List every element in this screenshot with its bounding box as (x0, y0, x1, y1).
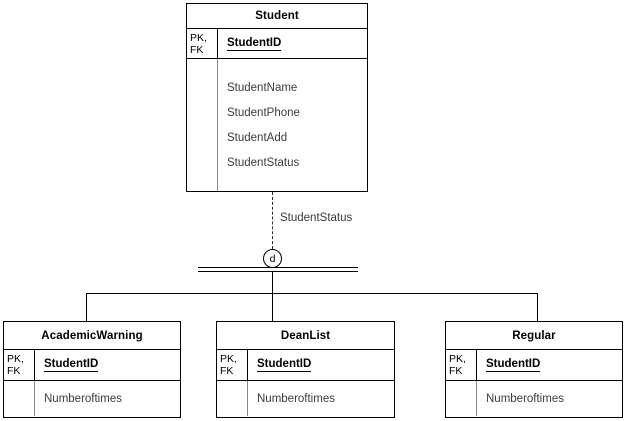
entity-academicwarning-primary-key: StudentID (35, 350, 180, 380)
attribute-item: Numberoftimes (486, 392, 564, 405)
entity-academicwarning-key-label: PK, FK (4, 350, 35, 380)
entity-regular-key-spacer (446, 381, 477, 416)
attribute-item: Numberoftimes (44, 392, 122, 405)
entity-regular-attributes-row: Numberoftimes (446, 381, 622, 416)
entity-academicwarning-pk-row: PK, FK StudentID (4, 350, 180, 381)
entity-student[interactable]: Student PK, FK StudentID StudentName Stu… (186, 3, 368, 192)
primary-key-text: StudentID (44, 358, 99, 372)
entity-deanlist-key-label: PK, FK (217, 350, 248, 380)
attribute-item: Numberoftimes (257, 392, 335, 405)
entity-regular[interactable]: Regular PK, FK StudentID Numberoftimes (445, 321, 623, 418)
entity-deanlist[interactable]: DeanList PK, FK StudentID Numberoftimes (216, 321, 395, 418)
disjoint-symbol-text: d (269, 252, 276, 265)
entity-student-attributes-row: StudentName StudentPhone StudentAdd Stud… (187, 59, 367, 191)
key-label-line2: FK (220, 365, 234, 377)
subtype-branch-bus (86, 293, 538, 294)
attribute-item: StudentAdd (227, 131, 288, 144)
primary-key-text: StudentID (486, 358, 541, 372)
entity-deanlist-key-spacer (217, 381, 248, 416)
entity-regular-title: Regular (446, 322, 622, 350)
entity-student-primary-key: StudentID (218, 29, 367, 58)
entity-student-title: Student (187, 4, 367, 29)
attribute-item: StudentPhone (227, 106, 300, 119)
key-label-line2: FK (7, 365, 21, 377)
entity-regular-pk-row: PK, FK StudentID (446, 350, 622, 381)
branch-drop-deanlist (272, 293, 273, 321)
discriminator-label: StudentStatus (280, 212, 353, 224)
discriminator-dashed-connector (272, 192, 273, 249)
entity-regular-attribute-list: Numberoftimes (477, 381, 622, 416)
key-label-line2: FK (449, 365, 463, 377)
entity-academicwarning-key-spacer (4, 381, 35, 416)
entity-student-key-label: PK, FK (187, 29, 218, 58)
key-label-line1: PK, (449, 353, 466, 365)
total-specialization-double-line (198, 267, 358, 272)
entity-student-key-spacer (187, 59, 218, 191)
entity-deanlist-attribute-list: Numberoftimes (248, 381, 394, 416)
entity-deanlist-title: DeanList (217, 322, 394, 350)
branch-drop-academicwarning (86, 293, 87, 321)
entity-student-attribute-list: StudentName StudentPhone StudentAdd Stud… (218, 59, 367, 191)
entity-regular-primary-key: StudentID (477, 350, 622, 380)
entity-academicwarning-attribute-list: Numberoftimes (35, 381, 180, 416)
disjoint-symbol-circle[interactable]: d (263, 249, 282, 268)
key-label-line1: PK, (7, 353, 24, 365)
specialization-stem (272, 271, 273, 293)
key-label-line1: PK, (220, 353, 237, 365)
attribute-item: StudentName (227, 81, 298, 94)
entity-academicwarning-attributes-row: Numberoftimes (4, 381, 180, 416)
entity-academicwarning[interactable]: AcademicWarning PK, FK StudentID Numbero… (3, 321, 181, 418)
key-label-line2: FK (190, 43, 204, 56)
primary-key-text: StudentID (227, 36, 282, 51)
attribute-item: StudentStatus (227, 156, 300, 169)
entity-deanlist-attributes-row: Numberoftimes (217, 381, 394, 416)
key-label-line1: PK, (190, 31, 207, 44)
entity-student-pk-row: PK, FK StudentID (187, 29, 367, 59)
entity-academicwarning-title: AcademicWarning (4, 322, 180, 350)
entity-deanlist-pk-row: PK, FK StudentID (217, 350, 394, 381)
branch-drop-regular (537, 293, 538, 321)
primary-key-text: StudentID (257, 358, 312, 372)
entity-deanlist-primary-key: StudentID (248, 350, 394, 380)
entity-regular-key-label: PK, FK (446, 350, 477, 380)
